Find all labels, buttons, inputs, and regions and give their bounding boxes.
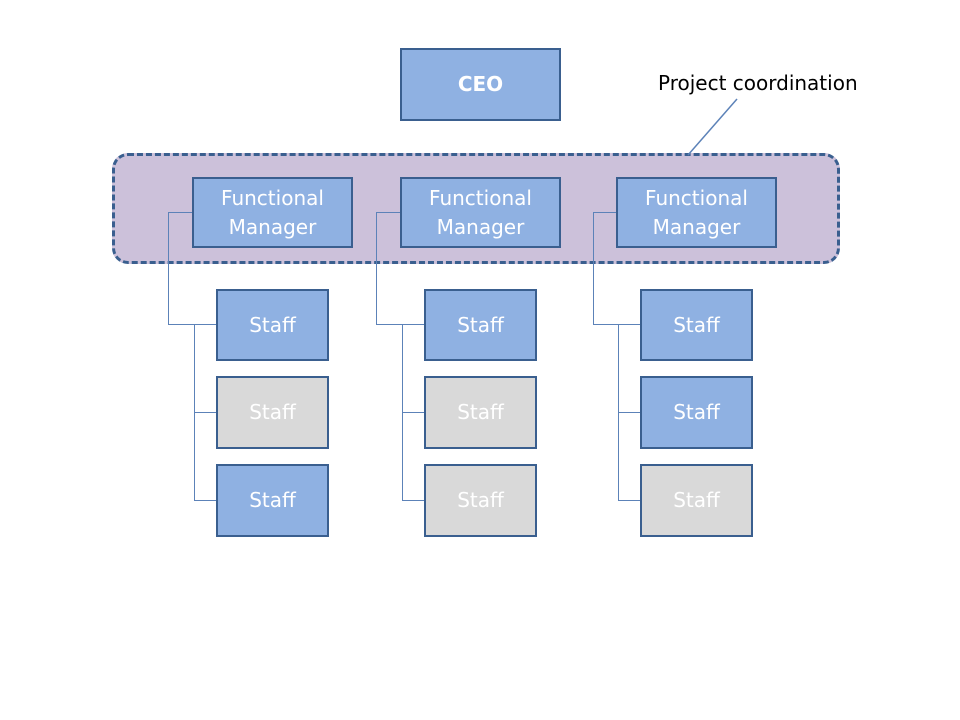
connector-line	[194, 412, 216, 413]
connector-line	[376, 212, 400, 213]
connector-line	[168, 212, 169, 324]
connector-line	[618, 500, 640, 501]
connector-line	[402, 500, 424, 501]
staff-box: Staff	[640, 289, 753, 361]
connector-line	[376, 324, 424, 325]
connector-line	[168, 212, 192, 213]
staff-box: Staff	[424, 289, 537, 361]
staff-box: Staff	[640, 376, 753, 449]
staff-box: Staff	[640, 464, 753, 537]
project-coordination-label: Project coordination	[658, 71, 858, 95]
connector-line	[194, 500, 216, 501]
connector-line	[593, 212, 616, 213]
functional-manager-box-1: Functional Manager	[192, 177, 353, 248]
staff-box: Staff	[424, 464, 537, 537]
connector-line	[168, 324, 216, 325]
staff-box: Staff	[424, 376, 537, 449]
staff-box: Staff	[216, 289, 329, 361]
functional-manager-box-2: Functional Manager	[400, 177, 561, 248]
connector-line	[593, 212, 594, 324]
functional-manager-box-3: Functional Manager	[616, 177, 777, 248]
connector-line	[618, 412, 640, 413]
connector-line	[376, 212, 377, 324]
staff-box: Staff	[216, 464, 329, 537]
ceo-box: CEO	[400, 48, 561, 121]
connector-line	[593, 324, 640, 325]
staff-box: Staff	[216, 376, 329, 449]
connector-line	[402, 412, 424, 413]
